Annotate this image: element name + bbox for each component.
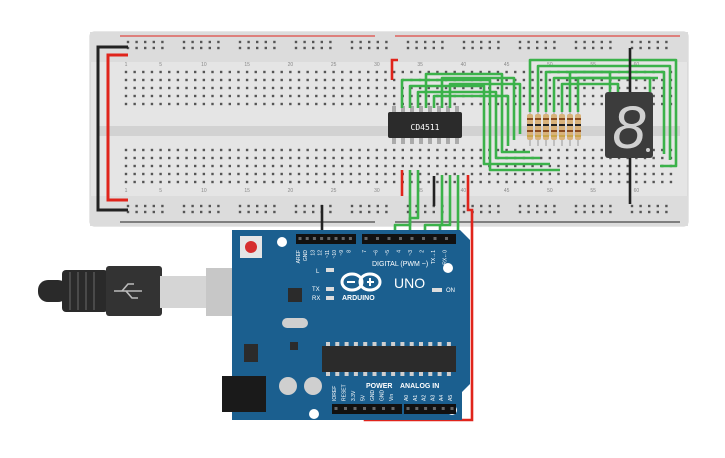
capacitor-2 — [304, 377, 322, 395]
digital-pin-label: 4 — [397, 250, 403, 253]
column-number-top: 10 — [201, 62, 207, 68]
column-number-top: 30 — [374, 62, 380, 68]
column-number-bottom: 25 — [331, 188, 337, 194]
column-number-bottom: 50 — [547, 188, 553, 194]
digital-header-left[interactable] — [296, 234, 356, 244]
column-number-bottom: 15 — [244, 188, 250, 194]
power-pin-label: RESET — [342, 384, 348, 401]
power-wires[interactable] — [320, 48, 632, 422]
column-number-bottom: 5 — [159, 188, 162, 194]
analog-pin-label: A2 — [422, 395, 428, 401]
column-number-bottom: 45 — [504, 188, 510, 194]
arduino-logo-icon — [340, 272, 382, 292]
digital-pin-label: 8 — [346, 250, 352, 253]
brand-label: ARDUINO — [342, 295, 375, 302]
digital-pin-label: AREF — [296, 250, 302, 263]
analog-pin-label: A4 — [439, 395, 445, 401]
column-number-top: 35 — [417, 62, 423, 68]
resistor[interactable] — [535, 108, 541, 146]
chip-label: CD4511 — [411, 123, 440, 132]
power-pin-label: IOREF — [332, 386, 338, 401]
digital-pin-label: RX←0 — [443, 250, 449, 265]
power-pin-label: 3.3V — [351, 390, 357, 401]
column-number-top: 15 — [244, 62, 250, 68]
voltage-regulator — [244, 344, 258, 362]
column-number-bottom: 1 — [125, 188, 128, 194]
digital-pin-label: ~6 — [374, 250, 380, 256]
column-number-bottom: 20 — [288, 188, 294, 194]
power-pin-label: Vin — [389, 394, 395, 401]
column-number-bottom: 10 — [201, 188, 207, 194]
green-wires[interactable] — [393, 58, 678, 236]
column-number-bottom: 30 — [374, 188, 380, 194]
digital-label: DIGITAL (PWM ~) — [372, 261, 428, 268]
column-number-top: 40 — [461, 62, 467, 68]
power-label: POWER — [366, 383, 392, 390]
digital-pin-label: 7 — [362, 250, 368, 253]
capacitor-1 — [279, 377, 297, 395]
power-header[interactable] — [332, 404, 402, 414]
usb-icon — [114, 283, 142, 299]
column-number-top: 1 — [125, 62, 128, 68]
power-pin-label: GND — [370, 390, 376, 402]
usb-cable[interactable] — [38, 266, 262, 316]
dc-power-jack[interactable] — [222, 376, 266, 412]
digital-pin-label: 2 — [420, 250, 426, 253]
crystal — [282, 318, 308, 328]
digital-pin-label: TX→1 — [431, 250, 437, 264]
analog-pin-label: A0 — [404, 395, 410, 401]
arduino-uno-board[interactable]: UNO ARDUINO DIGITAL (PWM ~) POWER ANALOG… — [222, 230, 470, 420]
digital-pin-label: ~11 — [325, 250, 331, 258]
column-numbers: 1155101015152020252530303535404045455050… — [125, 62, 640, 194]
analog-pin-label: A5 — [448, 395, 454, 401]
reset-button[interactable] — [240, 236, 262, 258]
power-pin-label: 5V — [361, 394, 367, 401]
led-label-rx: RX — [312, 296, 320, 302]
digital-header-right[interactable] — [362, 234, 456, 244]
digital-pin-label: ~5 — [385, 250, 391, 256]
resistor[interactable] — [543, 108, 549, 146]
column-number-top: 20 — [288, 62, 294, 68]
segment-digit: 8 — [612, 94, 646, 161]
analog-label: ANALOG IN — [400, 383, 439, 390]
resistor[interactable] — [559, 108, 565, 146]
left-power-wires[interactable] — [96, 45, 128, 212]
digital-pin-label: GND — [303, 250, 309, 262]
digital-pin-label: ~10 — [332, 250, 338, 259]
led-label-l: L — [316, 269, 320, 275]
digital-pin-label: ~9 — [339, 250, 345, 256]
analog-pin-label: A1 — [413, 395, 419, 401]
resistor[interactable] — [551, 108, 557, 146]
column-number-bottom: 60 — [634, 188, 640, 194]
resistor[interactable] — [567, 108, 573, 146]
resistor[interactable] — [575, 108, 581, 146]
on-led-label: ON — [446, 288, 455, 294]
resistor[interactable] — [527, 108, 533, 146]
column-number-top: 45 — [504, 62, 510, 68]
column-number-bottom: 40 — [461, 188, 467, 194]
column-number-top: 5 — [159, 62, 162, 68]
atmega-chip[interactable] — [322, 342, 456, 376]
digital-pin-label: 13 — [310, 250, 316, 256]
seven-segment-display[interactable]: 8 — [605, 92, 653, 161]
digital-pin-label: 12 — [318, 250, 324, 256]
cd4511-chip[interactable]: CD4511 — [388, 106, 462, 144]
board-model: UNO — [394, 275, 425, 291]
column-number-bottom: 35 — [417, 188, 423, 194]
usb-controller-chip — [288, 288, 302, 302]
resistor-array[interactable] — [527, 108, 581, 146]
analog-pin-label: A3 — [430, 395, 436, 401]
column-number-bottom: 55 — [590, 188, 596, 194]
analog-header[interactable] — [404, 404, 456, 414]
led-label-tx: TX — [312, 287, 320, 293]
column-number-top: 25 — [331, 62, 337, 68]
power-pin-label: GND — [380, 390, 386, 402]
digital-pin-label: ~3 — [408, 250, 414, 256]
